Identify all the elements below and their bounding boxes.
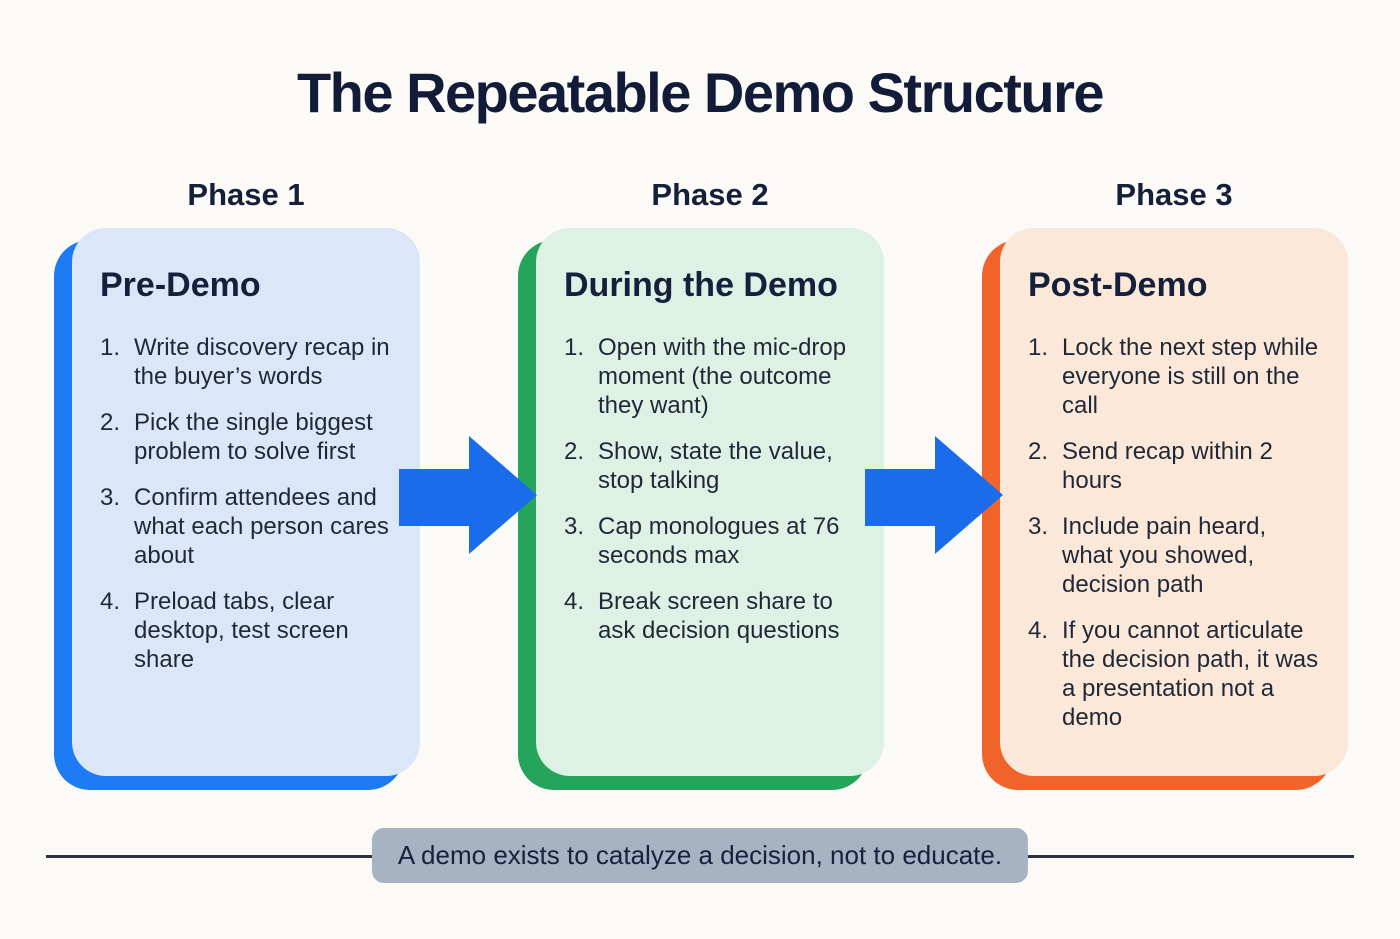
- list-item: 3.Confirm attendees and what each person…: [100, 484, 389, 569]
- list-item: 1.Lock the next step while everyone is s…: [1028, 334, 1319, 419]
- arrow-right-shape: [865, 436, 1003, 554]
- phase-card-wrap: Pre-Demo 1.Write discovery recap in the …: [54, 228, 420, 790]
- list-item: 1.Write discovery recap in the buyer’s w…: [100, 334, 390, 390]
- list-item: 1.Open with the mic-drop moment (the out…: [564, 334, 847, 419]
- list-item: 2.Show, state the value, stop talking: [564, 438, 833, 494]
- list-item: 4.If you cannot articulate the decision …: [1028, 617, 1319, 731]
- list-item: 3.Cap monologues at 76 seconds max: [564, 513, 840, 569]
- arrow-right-icon: [865, 436, 1003, 554]
- card-heading: Post-Demo: [1028, 266, 1208, 304]
- phase-card-wrap: Post-Demo 1.Lock the next step while eve…: [982, 228, 1348, 790]
- phase-label: Phase 3: [1115, 177, 1233, 212]
- card-list: 1.Open with the mic-drop moment (the out…: [564, 333, 858, 645]
- phase-card: Pre-Demo 1.Write discovery recap in the …: [72, 228, 420, 776]
- phase-card: Post-Demo 1.Lock the next step while eve…: [1000, 228, 1348, 776]
- arrow-right-shape: [399, 436, 537, 554]
- page-title: The Repeatable Demo Structure: [296, 61, 1105, 124]
- phase-card: During the Demo 1.Open with the mic-drop…: [536, 228, 884, 776]
- card-heading: During the Demo: [564, 266, 838, 304]
- list-item: 3.Include pain heard, what you showed, d…: [1028, 513, 1267, 598]
- phase-card-wrap: During the Demo 1.Open with the mic-drop…: [518, 228, 884, 790]
- card-list: 1.Write discovery recap in the buyer’s w…: [100, 333, 394, 674]
- list-item: 4.Break screen share to ask decision que…: [564, 588, 840, 644]
- footer-quote-box: A demo exists to catalyze a decision, no…: [371, 828, 1029, 883]
- list-item: 2.Send recap within 2 hours: [1028, 438, 1273, 494]
- list-item: 4.Preload tabs, clear desktop, test scre…: [100, 588, 349, 673]
- card-heading: Pre-Demo: [100, 266, 261, 304]
- card-list: 1.Lock the next step while everyone is s…: [1028, 333, 1322, 732]
- phase-column-2: Phase 2 During the Demo 1.Open with the …: [518, 176, 884, 790]
- phase-column-1: Phase 1 Pre-Demo 1.Write discovery recap…: [54, 176, 420, 790]
- phase-label: Phase 1: [187, 177, 305, 212]
- list-item: 2.Pick the single biggest problem to sol…: [100, 409, 373, 465]
- phase-column-3: Phase 3 Post-Demo 1.Lock the next step w…: [982, 176, 1348, 790]
- arrow-right-icon: [399, 436, 537, 554]
- phase-label: Phase 2: [651, 177, 769, 212]
